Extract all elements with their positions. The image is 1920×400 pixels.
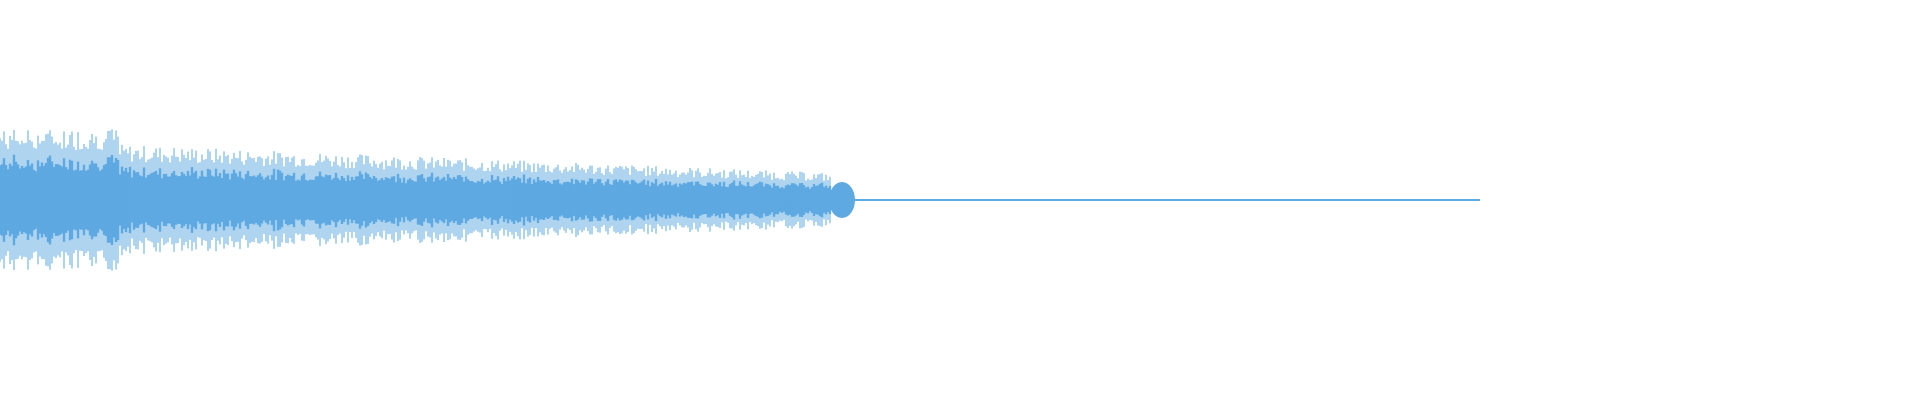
waveform-burst xyxy=(829,182,855,218)
waveform-bars xyxy=(0,129,1480,271)
waveform-burst xyxy=(808,186,832,214)
waveform-burst xyxy=(720,188,740,212)
waveform-burst xyxy=(789,186,807,214)
waveform-burst xyxy=(764,188,786,212)
waveform-burst xyxy=(741,188,763,212)
